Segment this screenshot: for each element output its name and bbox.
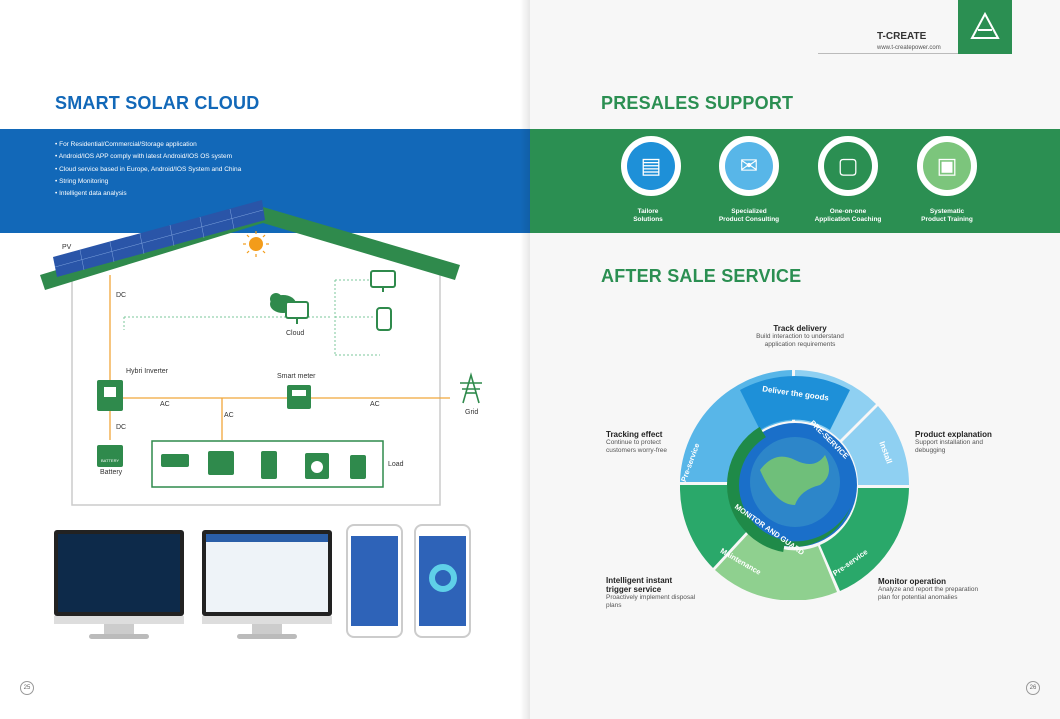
monitor-icon — [370, 270, 396, 292]
presales-item: ▢ — [818, 136, 878, 196]
battery-label: Battery — [100, 469, 123, 476]
grid-tower-icon — [460, 372, 482, 404]
desktop-monitor-light — [202, 530, 332, 642]
presales-item: ✉ — [719, 136, 779, 196]
inverter-label: Hybri Inverter — [126, 368, 169, 375]
cloud-label: Cloud — [286, 330, 305, 337]
presales-label: Specialized Product Consulting — [718, 208, 780, 223]
service-tracking-effect: Tracking effect Continue to protect cust… — [606, 430, 668, 454]
aftersale-title: AFTER SALE SERVICE — [601, 266, 802, 286]
phone-icon — [376, 307, 392, 331]
feature-item: For Residential/Commercial/Storage appli… — [55, 139, 241, 151]
pv-label: PV — [62, 244, 72, 251]
easel-icon: ▢ — [824, 142, 872, 190]
smart-meter-icon — [287, 385, 311, 409]
presales-item: ▤ — [621, 136, 681, 196]
chat-icon: ✉ — [725, 142, 773, 190]
feature-item: String Monitoring — [55, 176, 241, 188]
ac-label: AC — [160, 401, 170, 408]
load-label: Load — [388, 461, 404, 468]
brand-logo — [958, 0, 1012, 54]
phone-app-screen — [414, 524, 471, 638]
cloud-icon — [270, 293, 309, 324]
page-title: SMART SOLAR CLOUD — [55, 93, 260, 113]
presentation-icon: ▣ — [923, 142, 971, 190]
presales-label: Tailore Solutions — [633, 208, 663, 223]
right-page: T-CREATE www.t-createpower.com PRESALES … — [530, 0, 1060, 719]
house-diagram — [40, 200, 482, 506]
feature-item: Android/IOS APP comply with latest Andro… — [55, 151, 241, 163]
document-icon: ▤ — [627, 142, 675, 190]
ev-charger-icon — [350, 455, 366, 479]
brand-name: T-CREATE — [877, 31, 927, 42]
page-number: 26 — [1026, 681, 1040, 695]
feature-list: For Residential/Commercial/Storage appli… — [55, 139, 241, 200]
ac-label: AC — [370, 401, 380, 408]
service-intelligent-trigger: Intelligent instant trigger service Proa… — [606, 576, 696, 609]
desktop-monitor-dark — [54, 530, 184, 642]
presales-title: PRESALES SUPPORT — [601, 93, 794, 113]
air-conditioner-icon — [161, 454, 189, 467]
speaker-icon — [261, 451, 277, 479]
appliance-icon — [208, 451, 234, 475]
feature-item: Intelligent data analysis — [55, 188, 241, 200]
service-monitor-operation: Monitor operation Analyze and report the… — [878, 577, 979, 601]
phone-app-screen — [346, 524, 403, 638]
left-page: SMART SOLAR CLOUD For Residential/Commer… — [0, 0, 530, 719]
feature-item: Cloud service based in Europe, Android/I… — [55, 164, 241, 176]
grid-label: Grid — [465, 409, 479, 416]
presales-label: Systematic Product Training — [921, 208, 973, 223]
presales-label: One-on-one Application Coaching — [814, 208, 882, 223]
battery-icon — [97, 445, 123, 467]
brand-url: www.t-createpower.com — [877, 45, 941, 51]
page-number: 25 — [20, 681, 34, 695]
presales-item: ▣ — [917, 136, 977, 196]
sun-icon — [249, 237, 263, 251]
dc-label: DC — [116, 292, 127, 299]
service-ring — [680, 370, 910, 600]
battery-inner-label: BATTERY — [101, 458, 120, 463]
service-product-explanation: Product explanation Support installation… — [915, 430, 992, 454]
dc-label: DC — [116, 424, 127, 431]
ac-label: AC — [224, 412, 234, 419]
smart-meter-label: Smart meter — [277, 373, 316, 380]
service-track-delivery: Track delivery Build interaction to unde… — [756, 324, 844, 348]
